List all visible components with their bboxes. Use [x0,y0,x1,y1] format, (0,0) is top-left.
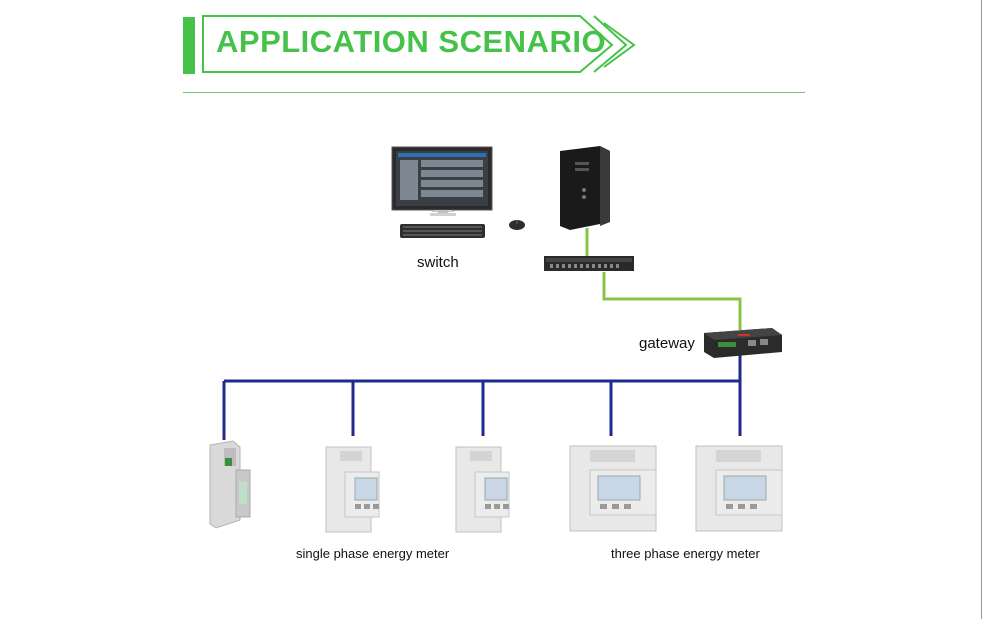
title-arrow-frame [202,15,636,73]
page-title: APPLICATION SCENARIO [216,24,607,59]
right-edge-divider [981,0,982,619]
din-rail-meter-1p-icon [455,446,510,533]
gateway-label: gateway [639,335,695,352]
din-rail-meter-3p-icon [695,445,783,532]
title-accent-bar [183,17,195,74]
title-divider [183,92,805,93]
monitor-icon [391,146,493,216]
din-rail-meter-1p-icon [325,446,380,533]
mouse-icon [509,220,525,230]
din-rail-meter-3p-icon [569,445,657,532]
network-switch-icon [544,256,634,271]
ethernet-links [585,228,742,330]
keyboard-icon [400,224,485,238]
three-phase-meter-label: three phase energy meter [611,546,760,561]
server-tower-icon [560,146,610,230]
switch-label: switch [417,254,459,271]
rs485-bus [222,355,742,440]
single-phase-meter-label: single phase energy meter [296,546,450,561]
din-rail-meter-1p-slim-icon [209,440,251,529]
gateway-device-icon [704,328,782,358]
